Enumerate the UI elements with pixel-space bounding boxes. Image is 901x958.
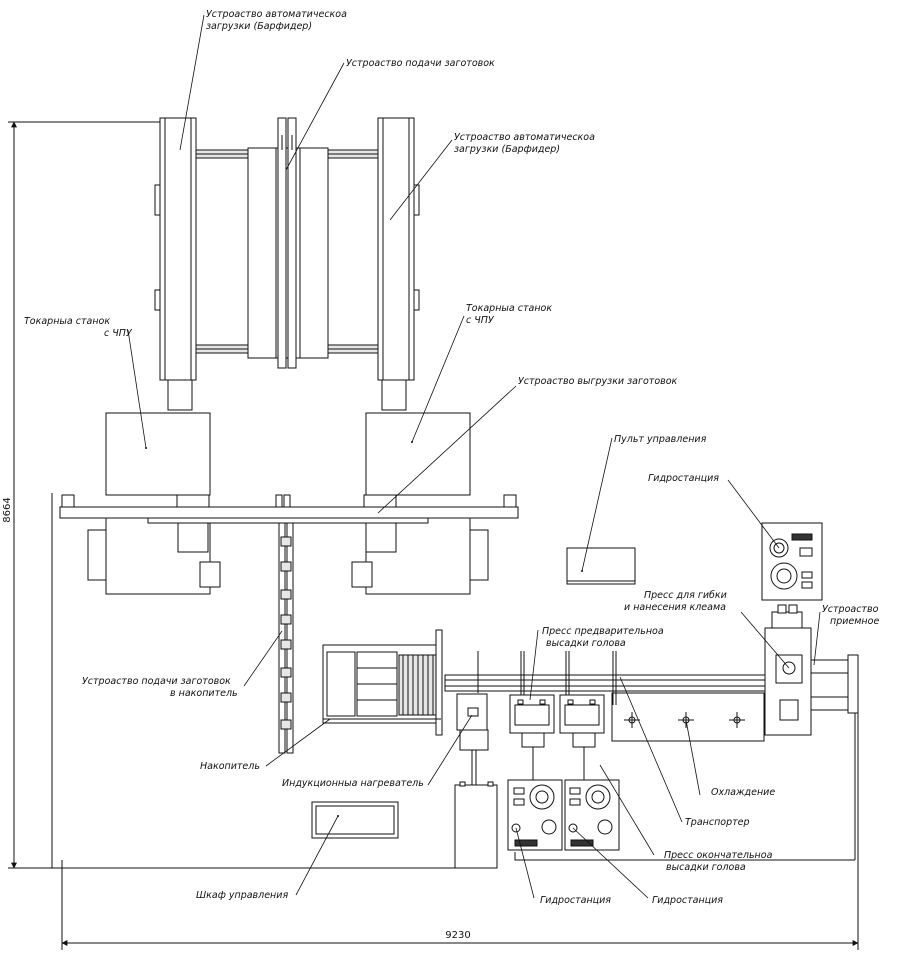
label-barfeeder-right-2: загрузки (Барфидер) xyxy=(454,144,560,155)
labels: Устроаство автоматическоа загрузки (Барф… xyxy=(24,9,879,906)
label-barfeeder-top-2: загрузки (Барфидер) xyxy=(206,21,312,32)
pre-upset-press xyxy=(509,694,555,780)
unload-gantry xyxy=(59,494,519,524)
width-dimension-text: 9230 xyxy=(445,930,470,941)
height-dimension: 8664 xyxy=(2,121,160,869)
label-control-cabinet: Шкаф управления xyxy=(196,890,288,901)
barfeeder-right xyxy=(377,117,420,411)
label-hydro-top: Гидростанция xyxy=(648,473,719,484)
label-control-panel: Пульт управления xyxy=(614,434,707,445)
label-lathe-left-1: Токарныа станок xyxy=(24,316,110,327)
label-hydro-bottom-left: Гидростанция xyxy=(540,895,611,906)
label-cooling: Охлаждение xyxy=(711,787,775,798)
label-lathe-right-2: с ЧПУ xyxy=(466,315,495,326)
hydro-station-bottom-right xyxy=(564,779,620,851)
height-dimension-text: 8664 xyxy=(2,497,13,522)
label-lathe-right-1: Токарныа станок xyxy=(466,303,552,314)
lathe-left xyxy=(87,412,221,595)
label-storage: Накопитель xyxy=(200,761,260,772)
control-panel xyxy=(566,547,636,585)
leader-lines xyxy=(127,14,821,899)
label-receiver-2: приемное xyxy=(830,616,879,627)
bending-press xyxy=(764,604,812,736)
control-cabinet xyxy=(311,801,399,839)
label-bend-press-2: и нанесения клеама xyxy=(624,602,726,613)
storage-unit xyxy=(322,629,443,736)
label-pre-upset-press-2: высадки голова xyxy=(546,638,626,649)
label-pre-upset-press-1: Пресс предварительноа xyxy=(542,626,664,637)
final-upset-press xyxy=(559,694,605,780)
feed-to-storage-conveyor xyxy=(278,522,294,754)
receiving-device xyxy=(810,654,859,714)
label-final-upset-press-2: высадки голова xyxy=(666,862,746,873)
transporter-rail xyxy=(444,674,766,742)
label-hydro-bottom-right: Гидростанция xyxy=(652,895,723,906)
induction-heater xyxy=(456,693,489,785)
hydro-station-bottom-left xyxy=(507,779,563,851)
label-bend-press-1: Пресс для гибки xyxy=(644,590,727,601)
label-blank-feed-top: Устроаство подачи заготовок xyxy=(346,58,495,69)
label-induction-heater: Индукционныа нагреватель xyxy=(282,778,424,789)
label-receiver-1: Устроаство xyxy=(822,604,879,615)
label-feed-to-storage-2: в накопитель xyxy=(170,688,238,699)
heater-cabinet xyxy=(454,781,498,869)
label-barfeeder-top-1: Устроаство автоматическоа xyxy=(206,9,347,20)
label-lathe-left-2: с ЧПУ xyxy=(104,328,133,339)
hydro-station-top xyxy=(761,522,823,601)
label-feed-to-storage-1: Устроаство подачи заготовок xyxy=(82,676,231,687)
width-dimension: 9230 xyxy=(61,700,859,950)
barfeeder-left xyxy=(154,117,197,411)
label-final-upset-press-1: Пресс окончательноа xyxy=(664,850,773,861)
label-transporter: Транспортер xyxy=(685,817,750,828)
label-unload-device: Устроаство выгрузки заготовок xyxy=(518,376,678,387)
blank-feed-device-top xyxy=(247,117,329,369)
label-barfeeder-right-1: Устроаство автоматическоа xyxy=(454,132,595,143)
